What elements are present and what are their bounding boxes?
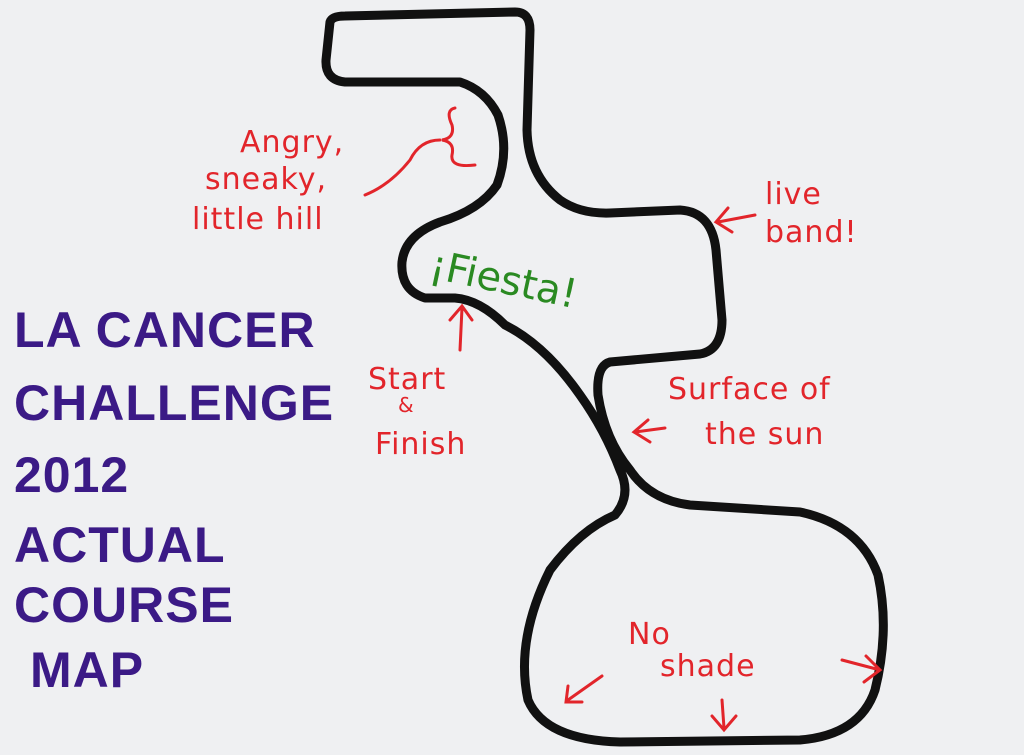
sun-arrow [631,418,667,444]
title-line-2: CHALLENGE [14,375,335,431]
band-label-2: band! [765,215,858,250]
hill-arrow [363,138,442,197]
title-line-1: LA CANCER [14,302,316,358]
shade-label-2: shade [660,649,756,684]
title-line-4: ACTUAL [14,517,226,573]
shade-arrow-down [710,698,738,733]
title-line-5: COURSE [14,577,234,633]
start-label-1: Start [368,362,447,397]
shade-arrow-left [564,674,604,704]
hill-brace [441,106,477,167]
band-arrow [713,206,757,234]
title-line-3: 2012 [14,447,130,503]
hill-label-1: Angry, [240,125,345,160]
shade-label-1: No [628,617,671,652]
hill-label-3: little hill [192,202,324,237]
start-label-2: & [398,393,415,417]
sun-label-2: the sun [705,417,825,452]
sun-label-1: Surface of [668,372,831,407]
hill-label-2: sneaky, [205,162,328,197]
shade-arrow-right [840,654,883,684]
course-route [321,7,888,747]
start-label-3: Finish [375,427,467,462]
start-arrow [448,303,474,352]
band-label-1: live [765,177,822,212]
title-line-6: MAP [30,642,145,698]
